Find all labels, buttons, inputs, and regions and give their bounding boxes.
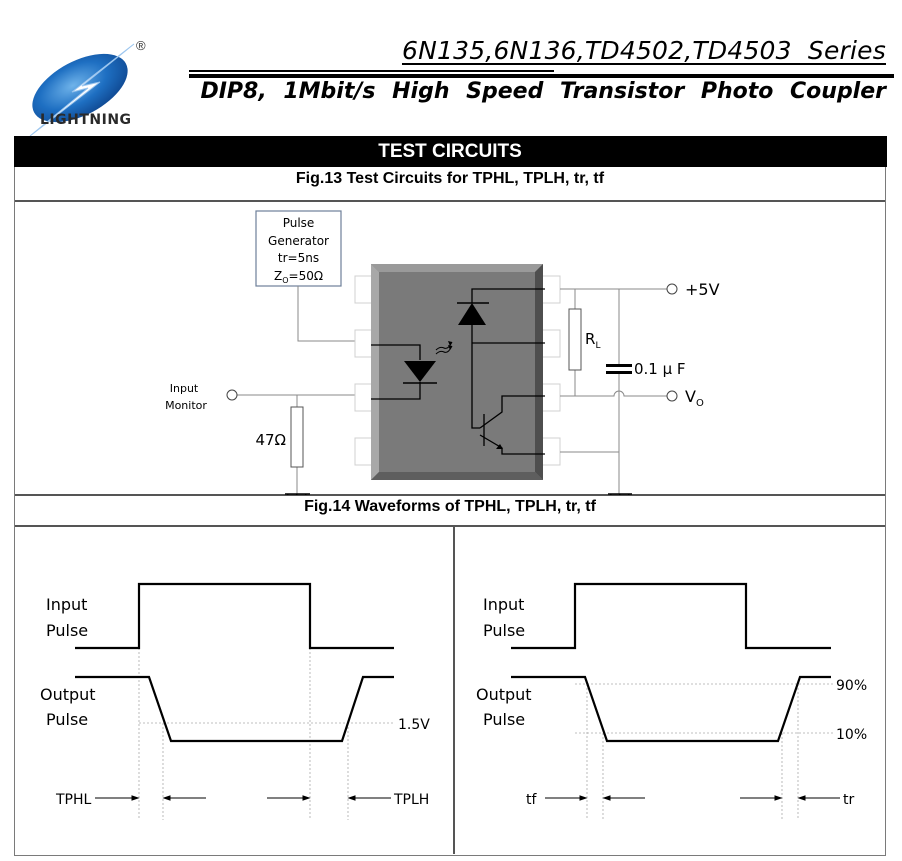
threshold-label: 1.5V: [398, 717, 430, 733]
pulse-generator-line3: tr=5ns: [278, 251, 319, 265]
photodiode-anode-to-base: [471, 325, 480, 429]
output-pulse-label-1: Output: [40, 685, 96, 704]
capacitor-label: 0.1 μ F: [634, 360, 686, 378]
ground-symbol-right: [608, 493, 632, 495]
input-pulse-trace: [511, 582, 831, 650]
dip8-package: [371, 264, 543, 480]
wire-vo: [560, 390, 667, 397]
collector-wire: [479, 395, 545, 429]
emitter-arrow-icon: [496, 444, 503, 449]
vcc-label: +5V: [685, 280, 720, 299]
fig14-caption: Fig.14 Waveforms of TPHL, TPLH, tr, tf: [304, 498, 596, 515]
panel-divider: [453, 526, 455, 854]
input-pulse-trace: [75, 582, 394, 650]
rl-label: RL: [585, 330, 600, 351]
vo-terminal: [666, 390, 678, 402]
wire-pulse-to-pin2: [297, 286, 357, 342]
emitter-wire: [479, 434, 545, 455]
delay-arrows: [95, 795, 391, 801]
time-arrows: [545, 795, 840, 801]
fig13-circuit: Pulse Generator tr=5ns ZO=50Ω Input Moni…: [165, 210, 720, 495]
document-subtitle: DIP8, 1Mbit/s High Speed Transistor Phot…: [200, 79, 886, 104]
title-rule-thin: [189, 70, 554, 72]
row-divider: [15, 525, 885, 527]
led-diode-icon: [404, 361, 436, 382]
tf-label: tf: [526, 792, 537, 808]
input-pulse-label-1: Input: [46, 595, 87, 614]
pulse-generator-box: [255, 210, 342, 287]
led-anode-wire: [371, 344, 421, 360]
high-threshold-label: 90%: [836, 678, 867, 694]
guide-lines: [575, 683, 834, 820]
tplh-label: TPLH: [393, 792, 429, 808]
guide-lines: [138, 648, 393, 820]
input-monitor-terminal: [226, 389, 238, 401]
row-divider: [15, 200, 885, 202]
tphl-label: TPHL: [55, 792, 92, 808]
pulse-generator-line4: ZO=50Ω: [274, 269, 323, 285]
input-pulse-label-2: Pulse: [46, 621, 88, 640]
input-pulse-label-1: Input: [483, 595, 524, 614]
resistor-rl: [568, 308, 582, 371]
title-rule-thick: [189, 74, 894, 78]
fig14-left-waveform: Input Pulse Output Pulse 1.5V TPHL TPLH: [40, 582, 430, 820]
brand-name: LIGHTNING: [40, 112, 132, 128]
row-divider: [15, 494, 885, 496]
capacitor-icon: [606, 364, 632, 374]
ground-symbol-left: [285, 493, 310, 495]
input-monitor-label-1: Input: [170, 382, 199, 395]
resistor-47-ohm: [290, 406, 304, 468]
photodiode-cathode-wire: [471, 288, 545, 303]
led-cathode-wire: [371, 382, 421, 400]
input-monitor-label-2: Monitor: [165, 399, 207, 412]
resistor-47-label: 47Ω: [255, 431, 286, 449]
output-pulse-label-1: Output: [476, 685, 532, 704]
section-header: TEST CIRCUITS: [13, 136, 887, 167]
photodiode-icon: [458, 303, 486, 325]
output-pulse-trace: [75, 675, 394, 743]
output-pulse-trace: [511, 675, 831, 743]
pulse-generator-line1: Pulse: [283, 216, 315, 230]
output-pulse-label-2: Pulse: [46, 710, 88, 729]
fig14-right-waveform: Input Pulse Output Pulse 90% 10% tf tr: [476, 582, 867, 820]
document-title: 6N135,6N136,TD4502,TD4503 Series: [401, 36, 886, 65]
tr-label: tr: [843, 792, 854, 808]
output-pulse-label-2: Pulse: [483, 710, 525, 729]
low-threshold-label: 10%: [836, 727, 867, 743]
input-pulse-label-2: Pulse: [483, 621, 525, 640]
vo-label: VO: [685, 387, 704, 409]
test-circuits-table: TEST CIRCUITS Fig.13 Test Circuits for T…: [13, 136, 887, 856]
fig13-caption: Fig.13 Test Circuits for TPHL, TPLH, tr,…: [295, 170, 605, 187]
registered-mark: ®: [136, 38, 146, 53]
pulse-generator-line2: Generator: [268, 234, 329, 248]
vcc-terminal: [666, 283, 678, 295]
